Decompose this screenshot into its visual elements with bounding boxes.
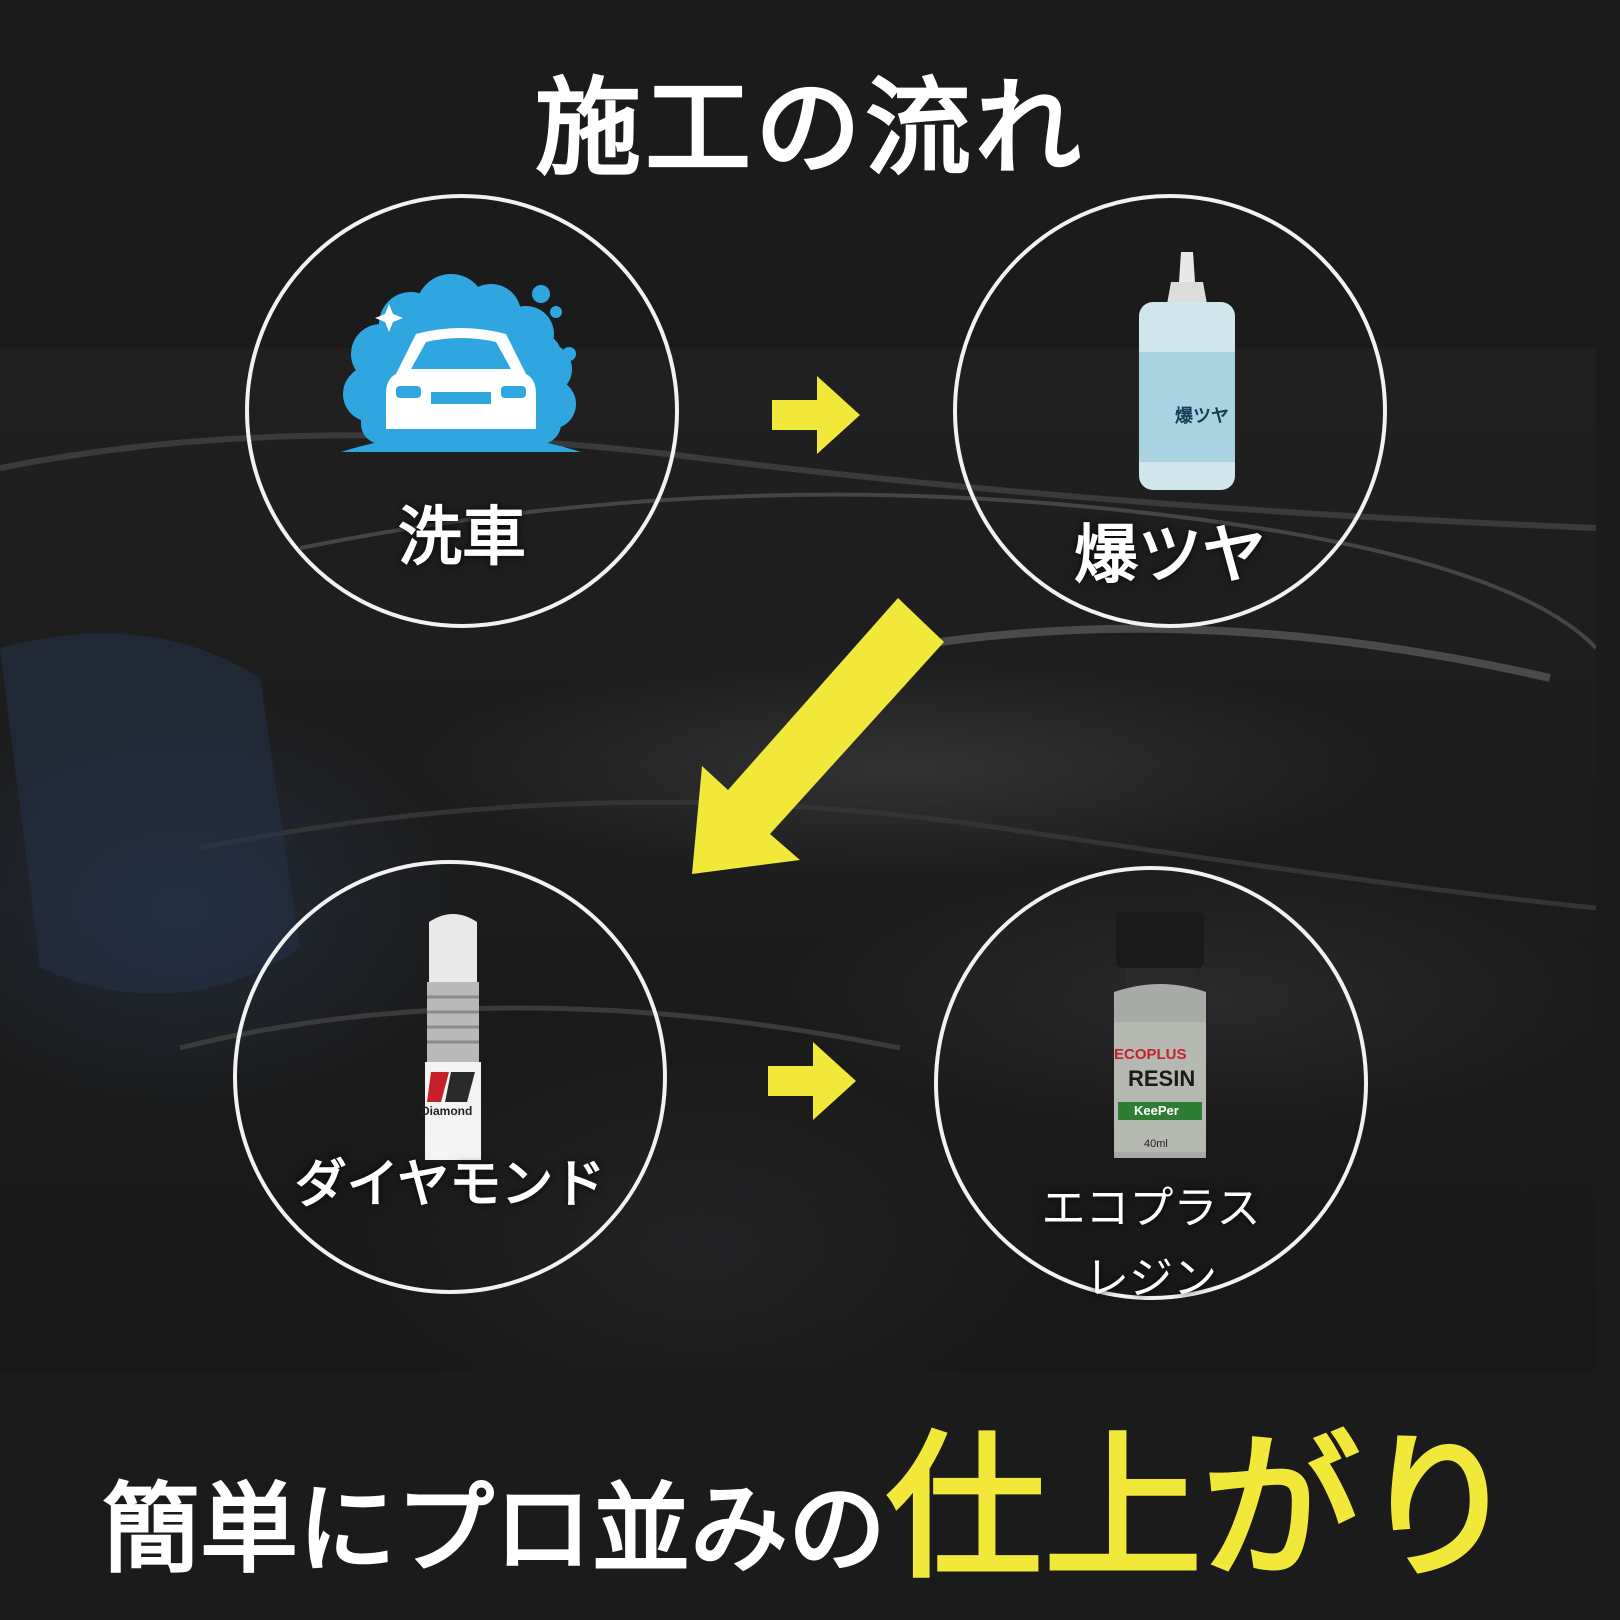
page-title: 施工の流れ bbox=[535, 65, 1085, 190]
resin-product-brand: KeePer bbox=[1134, 1103, 1179, 1118]
applicator-bottle-icon bbox=[425, 914, 481, 1160]
step-diamond: Diamond ダイヤモンド bbox=[233, 860, 667, 1294]
step-ecoplus-resin: ECOPLUS RESIN KeePer 40ml エコプラス レジン bbox=[934, 866, 1368, 1304]
applicator-product-text: Diamond bbox=[421, 1104, 473, 1118]
resin-product-text-mid: RESIN bbox=[1128, 1066, 1196, 1091]
tagline-lead: 簡単にプロ並みの bbox=[101, 1472, 886, 1587]
car-wash-icon bbox=[341, 274, 581, 452]
tagline: 簡単にプロ並みの仕上がり bbox=[0, 1380, 1620, 1601]
step-label: ダイヤモンド bbox=[294, 1154, 606, 1215]
step-label: 洗車 bbox=[398, 500, 526, 575]
resin-bottle-icon bbox=[1114, 912, 1206, 1158]
step-label: 爆ツヤ bbox=[1074, 518, 1266, 593]
bottle-icon bbox=[1139, 252, 1235, 490]
bottle-product-text: 爆ツヤ bbox=[1175, 406, 1229, 427]
arrow-down-left-icon bbox=[692, 598, 944, 874]
step-label-line2: レジン bbox=[1085, 1253, 1217, 1304]
arrow-right-icon bbox=[772, 376, 860, 454]
resin-product-text-top: ECOPLUS bbox=[1114, 1046, 1187, 1063]
step-label-line1: エコプラス bbox=[1041, 1183, 1261, 1234]
tagline-accent: 仕上がり bbox=[886, 1416, 1518, 1601]
step-car-wash: 洗車 bbox=[245, 194, 679, 628]
resin-product-volume: 40ml bbox=[1144, 1138, 1168, 1150]
step-bakutsuya: 爆ツヤ 爆ツヤ bbox=[953, 194, 1387, 628]
arrow-right-icon bbox=[768, 1042, 856, 1120]
